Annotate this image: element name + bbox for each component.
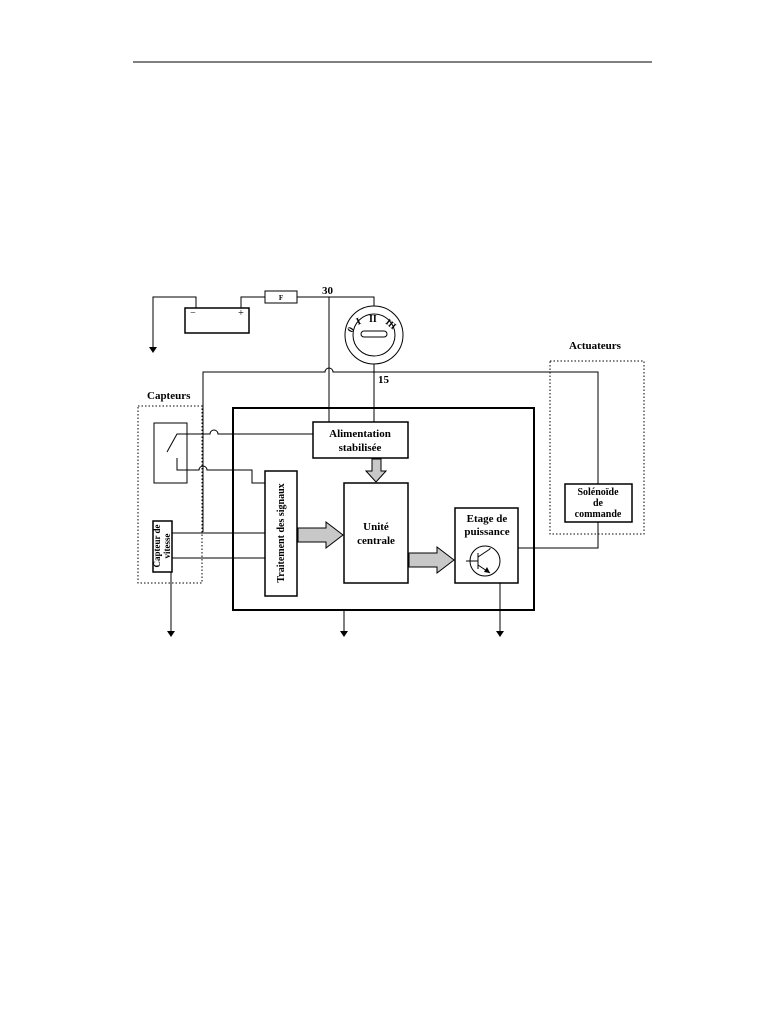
ecu-box xyxy=(232,407,535,611)
solenoide-label-2: de xyxy=(593,498,604,509)
terminal-30-label: 30 xyxy=(322,285,334,297)
switch-signal-wire xyxy=(187,465,265,484)
ground-symbol-power xyxy=(496,631,504,637)
sensor-switch-contact xyxy=(166,433,187,453)
switch-supply-wire xyxy=(187,429,313,435)
capteurs-group xyxy=(137,405,203,584)
sensor-switch-contact-2 xyxy=(176,458,187,471)
terminal-15-label: 15 xyxy=(378,374,390,386)
capteurs-label: Capteurs xyxy=(147,390,191,402)
speed-sensor-label-2: vitesse xyxy=(162,534,172,559)
ground-symbol-ecu xyxy=(340,631,348,637)
arrow-traitement-to-unite xyxy=(297,520,344,550)
switch-pos-2: II xyxy=(369,314,377,325)
etage-label-1: Etage de xyxy=(467,513,508,525)
alimentation-label-2: stabilisée xyxy=(339,442,382,454)
speed-sensor-label-1: Capteur de xyxy=(152,524,162,567)
battery-ground-wire xyxy=(152,296,197,348)
traitement-label: Traitement des signaux xyxy=(276,483,287,582)
etage-label-2: puissance xyxy=(464,526,509,538)
solenoide-label-3: commande xyxy=(575,509,622,520)
solenoide-block xyxy=(564,483,633,523)
ignition-switch xyxy=(344,305,404,365)
battery-plus-label: + xyxy=(238,308,244,319)
battery-minus-label: − xyxy=(190,308,196,319)
alimentation-block xyxy=(312,421,409,459)
fuse xyxy=(264,290,298,304)
switch-pos-1: I xyxy=(355,316,363,328)
solenoid-control-wire xyxy=(480,522,599,549)
speed-sensor xyxy=(152,520,173,573)
unite-label-2: centrale xyxy=(357,535,395,547)
transistor-emitter-arrow xyxy=(484,567,490,573)
fuse-label: F xyxy=(279,294,283,302)
switch-pos-0: 0 xyxy=(345,325,356,334)
arrow-unite-to-etage xyxy=(408,545,455,575)
arrow-alimentation-to-unite xyxy=(364,458,388,483)
ground-symbol-battery xyxy=(149,347,157,353)
actuateurs-label: Actuateurs xyxy=(569,340,622,352)
battery-fuse-wire xyxy=(240,296,265,308)
ground-symbol-sensor xyxy=(167,631,175,637)
unite-label-1: Unité xyxy=(363,521,389,533)
solenoide-label-1: Solénoïde xyxy=(577,487,619,498)
actuateurs-group xyxy=(549,360,645,535)
traitement-block xyxy=(264,470,298,597)
battery xyxy=(184,307,250,334)
unite-centrale-block xyxy=(343,482,409,584)
alimentation-label-1: Alimentation xyxy=(329,428,391,440)
line-15-bus xyxy=(202,367,599,532)
sensor-switch xyxy=(153,422,188,484)
